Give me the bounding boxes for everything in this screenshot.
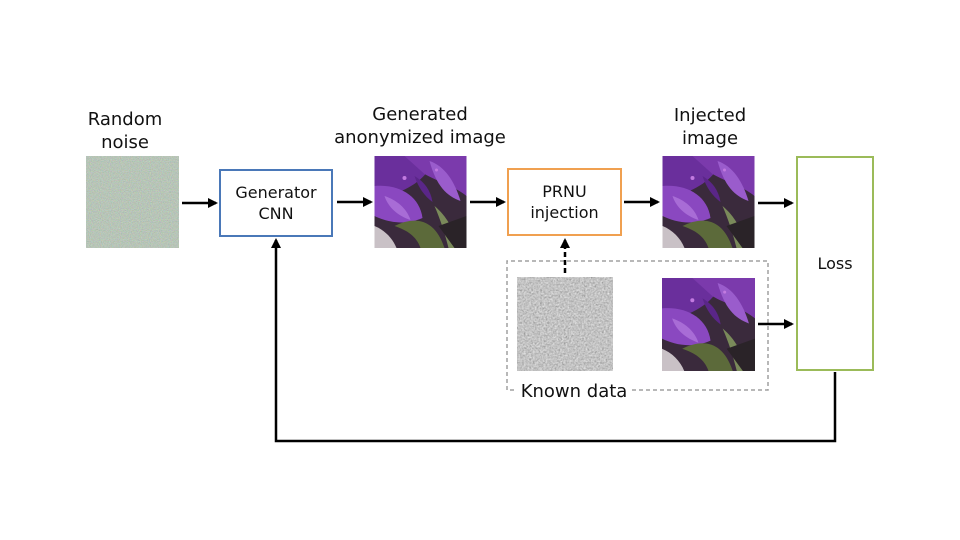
random-noise-image	[86, 156, 179, 248]
prnu-injection-box: PRNU injection	[507, 168, 622, 236]
prnu-pattern-image	[517, 277, 613, 371]
generator-cnn-box: Generator CNN	[219, 169, 333, 237]
loss-label: Loss	[817, 254, 853, 273]
feedback-loop-arrow	[271, 238, 837, 443]
random-noise-label: Random noise	[87, 109, 163, 153]
loss-box: Loss	[796, 156, 874, 371]
generator-cnn-label: Generator CNN	[235, 183, 317, 223]
generated-image-label: Generated anonymized image	[334, 104, 506, 148]
prnu-injection-label: PRNU injection	[530, 182, 599, 222]
known-data-label: Known data	[520, 381, 628, 402]
injected-image-label: Injected image	[673, 105, 747, 149]
known-data-dashed-border	[506, 260, 769, 391]
